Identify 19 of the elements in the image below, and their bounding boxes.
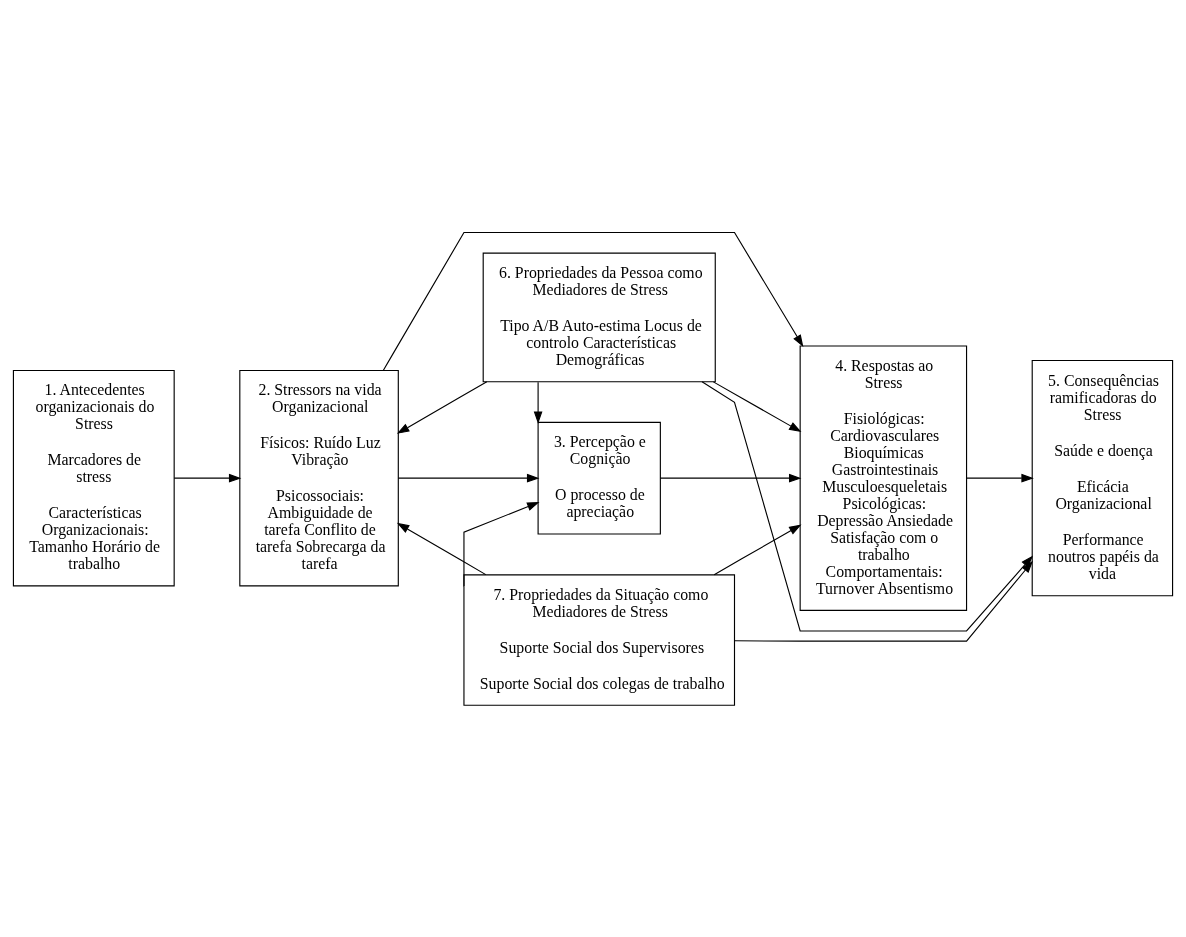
arrow — [382, 231, 804, 371]
node-box: 7. Propriedades da Situação como Mediadores de Stress Suporte Social dos Supervisores Suporte Social dos colegas de trabalho — [463, 573, 736, 706]
arrow — [396, 522, 487, 575]
node-box: 1. Antecedentes organizacionais do Stress Marcadores de stress Características Organizacionais: Tamanho Horário de trabalho — [12, 369, 175, 586]
node-box: 2. Stressors na vida Organizacional Físicos: Ruído Luz Vibração Psicossociais: Ambiguidade de tarefa Conflito de tarefa Sobrecarga da tarefa — [239, 369, 399, 586]
arrow — [173, 473, 242, 483]
arrow — [734, 560, 1034, 642]
node-box: 5. Consequências ramificadoras do Stress Saúde e doença Eficácia Organizacional Performance noutros papéis da vida — [1031, 359, 1174, 596]
arrow — [659, 473, 802, 483]
arrow — [463, 501, 540, 587]
node-box: 4. Respostas ao Stress Fisiológicas: Cardiovasculares Bioquímicas Gastrointestinais Musculoesqueletais Psicológicas: Depressão Ansiedade Satisfação com o trabalho Comportamentais: Turnover Absentismo — [799, 344, 968, 611]
node-box: 6. Propriedades da Pessoa como Mediadores de Stress Tipo A/B Auto-estima Locus de controlo Características Demográficas — [482, 252, 716, 382]
arrow — [713, 524, 802, 575]
arrow — [397, 473, 540, 483]
arrow — [396, 380, 488, 434]
arrow — [712, 380, 802, 432]
arrow — [533, 381, 543, 424]
node-box: 3. Percepção e Cognição O processo de apreciação — [537, 421, 661, 535]
arrow — [966, 473, 1034, 483]
